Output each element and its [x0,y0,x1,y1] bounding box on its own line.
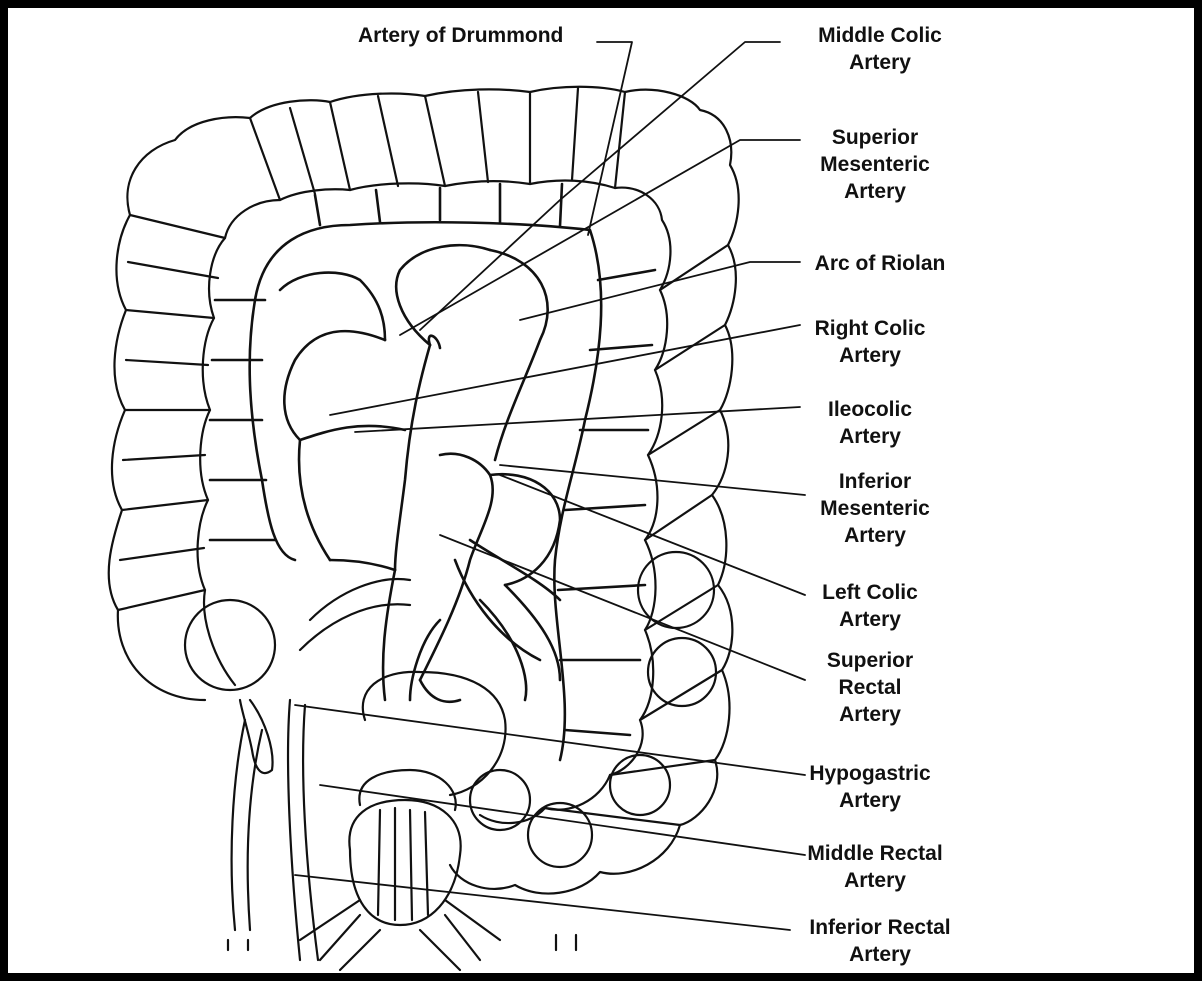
arterial-network [210,184,655,760]
label-middle-rectal-artery: Middle Rectal Artery [795,840,955,894]
label-inferior-mesenteric-artery: Inferior Mesenteric Artery [795,468,955,549]
label-arc-of-riolan: Arc of Riolan [790,250,970,277]
label-artery-of-drummond: Artery of Drummond [358,22,563,49]
colon-outline [109,87,739,894]
label-superior-mesenteric-artery: Superior Mesenteric Artery [795,124,955,205]
label-middle-colic-artery: Middle Colic Artery [790,22,970,76]
label-left-colic-artery: Left Colic Artery [790,579,950,633]
label-ileocolic-artery: Ileocolic Artery [790,396,950,450]
leader-lines [295,42,805,930]
label-right-colic-artery: Right Colic Artery [790,315,950,369]
label-inferior-rectal-artery: Inferior Rectal Artery [785,914,975,968]
label-superior-rectal-artery: Superior Rectal Artery [790,647,950,728]
label-hypogastric-artery: Hypogastric Artery [790,760,950,814]
rectum [300,672,506,970]
